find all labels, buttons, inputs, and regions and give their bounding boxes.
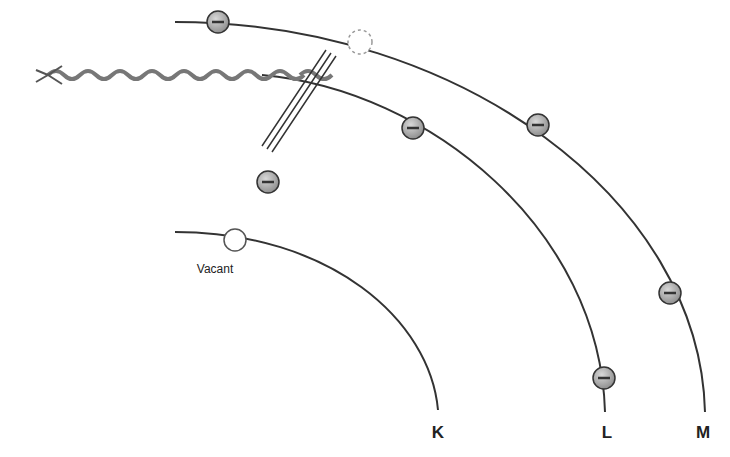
photon-wave bbox=[48, 71, 332, 79]
vacancy-circle bbox=[224, 229, 246, 251]
m-shell bbox=[175, 22, 705, 412]
l-shell bbox=[262, 75, 605, 412]
shell-label: L bbox=[602, 423, 612, 443]
electrons bbox=[207, 11, 681, 389]
arrow-head bbox=[36, 66, 62, 84]
vacancy-label: Vacant bbox=[197, 262, 233, 276]
k-shell bbox=[175, 232, 438, 410]
shell-label: M bbox=[696, 423, 710, 443]
vacancy-dashed bbox=[348, 30, 372, 54]
motion-lines bbox=[262, 50, 336, 152]
shell-label: K bbox=[432, 423, 444, 443]
